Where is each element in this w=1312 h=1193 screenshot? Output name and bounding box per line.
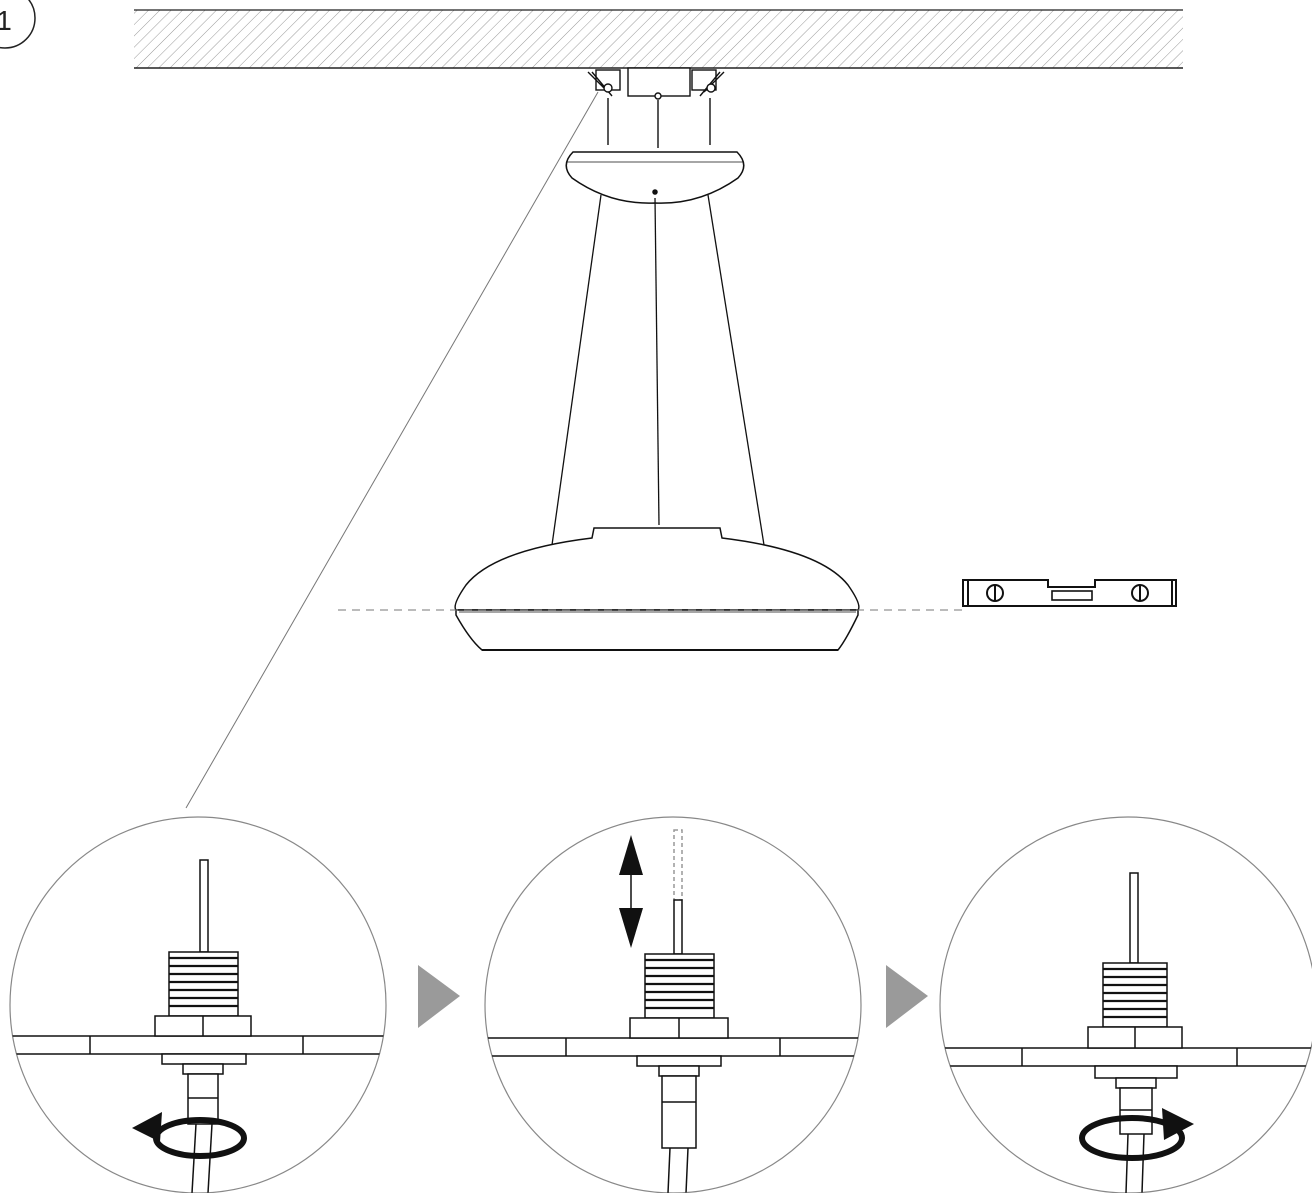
up-down-arrow-icon — [619, 835, 643, 948]
rotate-left-arrow-icon — [132, 1112, 247, 1159]
suspension-wires — [551, 194, 765, 546]
next-step-arrow-icon — [886, 965, 928, 1028]
step-number-badge: 1 — [0, 0, 36, 49]
spirit-level-icon — [962, 579, 1177, 607]
ceiling-canopy-icon — [587, 67, 725, 148]
pendant-lamp-icon — [454, 527, 860, 651]
detail-loosen — [9, 816, 387, 1193]
ceiling — [134, 9, 1183, 69]
detail-adjust-height — [484, 816, 862, 1193]
next-step-arrow-icon — [418, 965, 460, 1028]
detail-tighten — [939, 816, 1312, 1193]
detail-leader-line — [185, 91, 599, 809]
rotate-right-arrow-icon — [1079, 1108, 1194, 1161]
upper-canopy — [565, 151, 745, 204]
step-number: 1 — [0, 5, 12, 36]
